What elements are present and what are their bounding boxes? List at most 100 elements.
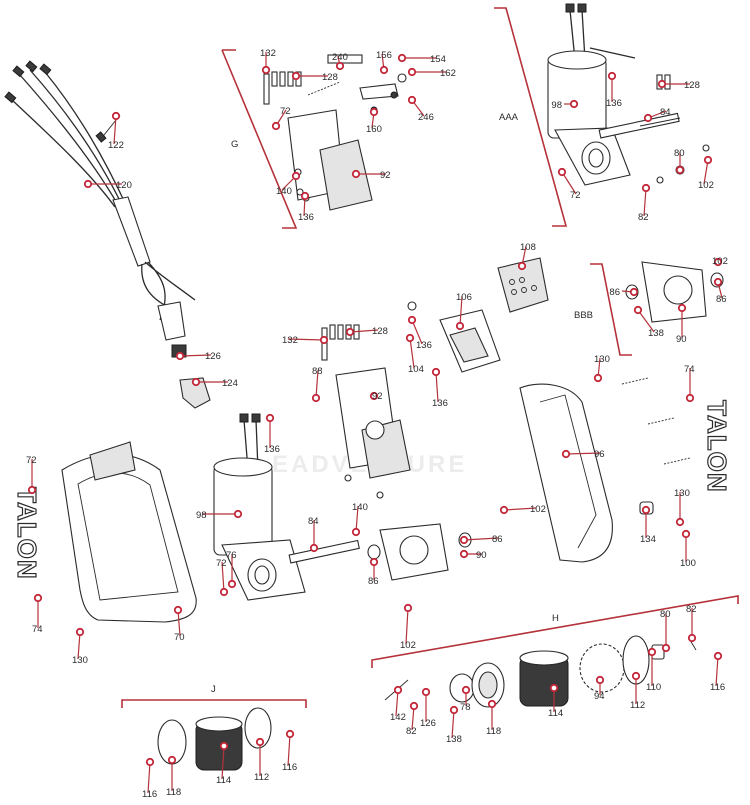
- callout-number: 112: [254, 772, 269, 783]
- callout-dot: [703, 155, 713, 165]
- callout-76: 76: [226, 550, 237, 589]
- callout-dot: [309, 543, 319, 553]
- callout-number: 156: [376, 50, 392, 61]
- callout-dot: [345, 327, 355, 337]
- callout-leader-line: [147, 761, 151, 794]
- callout-240: 240: [332, 52, 348, 71]
- callout-number: 118: [486, 726, 501, 737]
- callout-dot: [499, 505, 509, 515]
- callout-70: 70: [173, 605, 185, 643]
- callout-leader-line: [637, 309, 655, 333]
- callout-dot: [657, 79, 667, 89]
- callout-102: 102: [499, 504, 546, 515]
- callout-number: 240: [332, 52, 348, 63]
- callout-136: 136: [264, 413, 280, 455]
- callout-leader-line: [459, 295, 463, 327]
- callout-number: 78: [460, 702, 471, 713]
- logo-left: TALON: [12, 487, 42, 580]
- callout-leader-line: [503, 507, 537, 511]
- callout-74: 74: [32, 593, 43, 635]
- callout-82: 82: [686, 604, 697, 643]
- callout-dot: [369, 107, 379, 117]
- callout-132: 132: [282, 335, 329, 346]
- callout-dot: [191, 377, 201, 387]
- callout-dot: [111, 111, 121, 121]
- callout-number: 72: [26, 455, 37, 466]
- callout-leader-line: [561, 171, 577, 195]
- callout-number: 82: [638, 212, 649, 223]
- callout-number: 118: [166, 787, 181, 798]
- callout-number: 116: [710, 682, 725, 693]
- bracket-j: [121, 699, 307, 708]
- callout-dot: [713, 257, 723, 267]
- callout-118: 118: [486, 699, 501, 737]
- callout-108: 108: [517, 242, 536, 271]
- callout-dot: [643, 113, 653, 123]
- callout-72: 72: [271, 106, 291, 131]
- callout-number: 90: [476, 550, 487, 561]
- callout-leader-line: [221, 561, 225, 593]
- callout-126: 126: [175, 351, 221, 362]
- callout-leader-line: [409, 337, 415, 369]
- bracket-bbb: [590, 263, 632, 356]
- callout-112: 112: [254, 737, 269, 783]
- callout-78: 78: [460, 685, 471, 713]
- callout-leader-line: [113, 115, 117, 145]
- callout-number: 92: [372, 391, 383, 402]
- callout-96: 96: [561, 449, 605, 460]
- bracket-g: [221, 49, 298, 229]
- callout-dot: [335, 61, 345, 71]
- callout-dot: [431, 367, 441, 377]
- callout-82: 82: [406, 701, 419, 737]
- callout-number: 86: [368, 576, 379, 587]
- callout-dot: [291, 171, 301, 181]
- callout-dot: [291, 71, 301, 81]
- callout-leader-line: [451, 709, 455, 739]
- callout-dot: [713, 651, 723, 661]
- callout-dot: [233, 509, 243, 519]
- callout-dot: [403, 603, 413, 613]
- callout-dot: [677, 303, 687, 313]
- callout-leader-line: [643, 187, 647, 217]
- callout-leader-line: [221, 745, 225, 780]
- group-label-j: J: [211, 684, 216, 695]
- callout-100: 100: [680, 529, 696, 569]
- bracket-h: [371, 595, 739, 668]
- callout-number: 132: [282, 335, 298, 346]
- bushing-86-middle: [367, 544, 381, 560]
- callout-82: 82: [638, 183, 651, 223]
- callout-number: 138: [648, 328, 664, 339]
- callout-leader-line: [349, 329, 379, 333]
- callout-number: 128: [322, 72, 338, 83]
- callout-dot: [255, 737, 265, 747]
- mounting-plate-bore: [399, 535, 429, 565]
- callout-80: 80: [674, 148, 685, 175]
- callout-number: 88: [312, 366, 323, 377]
- callout-number: 130: [72, 655, 88, 666]
- callout-number: 112: [630, 700, 645, 711]
- callout-dot: [261, 65, 271, 75]
- callout-number: 136: [298, 212, 314, 223]
- callout-dot: [319, 335, 329, 345]
- callout-138: 138: [633, 305, 664, 339]
- callout-90: 90: [676, 303, 687, 345]
- callout-162: 162: [407, 67, 456, 79]
- top-plate-shape: [497, 257, 549, 313]
- callout-leader-line: [177, 609, 181, 637]
- callout-leader-line: [435, 371, 439, 403]
- callout-number: 116: [142, 789, 157, 800]
- callout-dot: [713, 277, 723, 287]
- callout-dot: [517, 261, 527, 271]
- callout-dot: [647, 647, 657, 657]
- callout-number: 86: [609, 287, 620, 298]
- group-label-h: H: [552, 613, 559, 624]
- callout-number: 102: [712, 256, 728, 267]
- callout-leader-line: [565, 452, 601, 455]
- callout-dot: [641, 183, 651, 193]
- callout-leader-line: [315, 369, 319, 399]
- mounting-clip-shape: [179, 377, 211, 409]
- callout-116: 116: [282, 729, 297, 773]
- callout-number: 134: [640, 534, 656, 545]
- callout-number: 116: [282, 762, 297, 773]
